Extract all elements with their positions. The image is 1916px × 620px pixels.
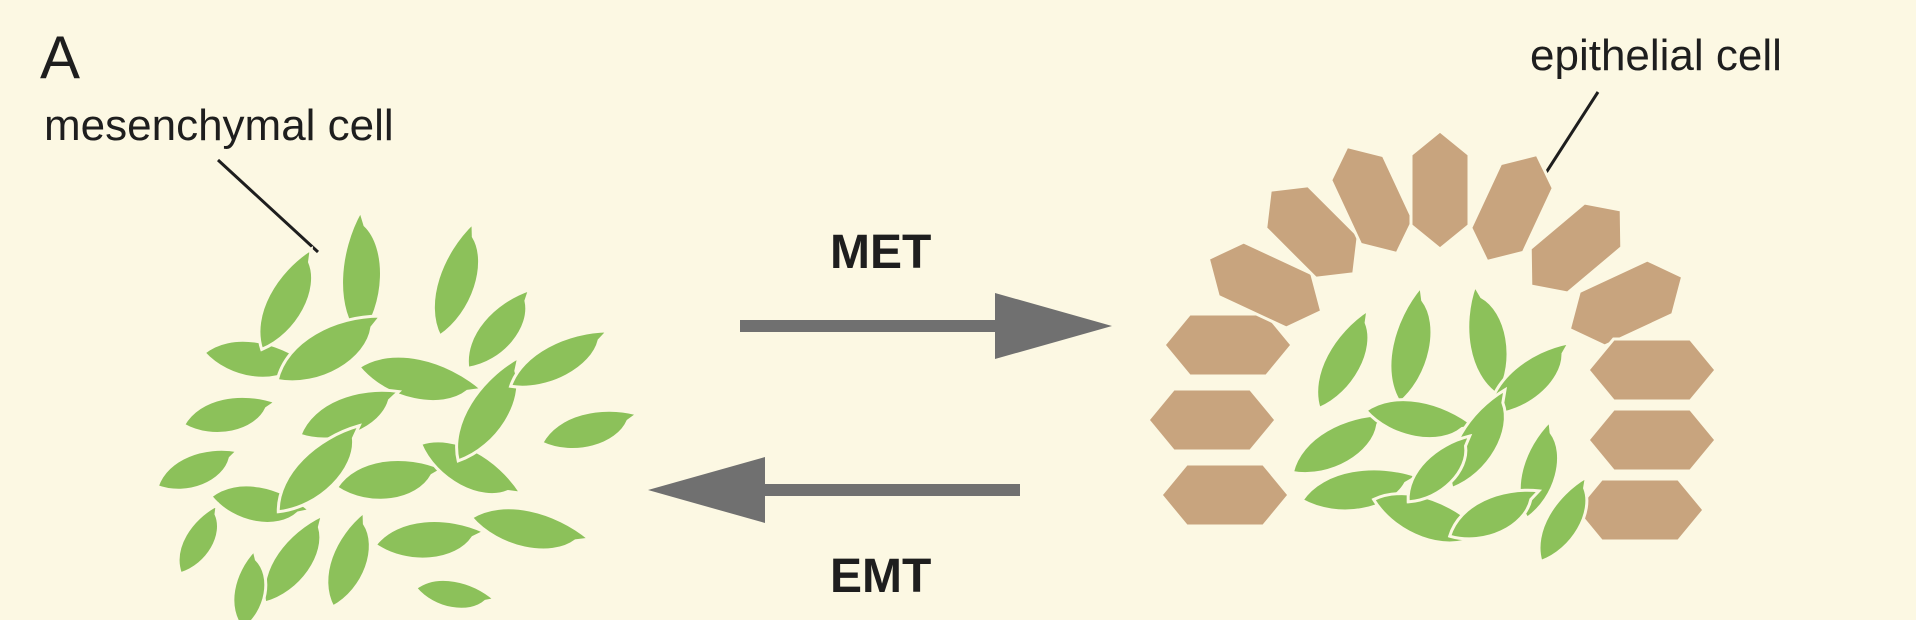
epithelial-cell [1469, 152, 1555, 264]
epithelial-cell [1264, 184, 1360, 280]
mesenchymal-cell [276, 423, 362, 514]
epithelial-cell [1586, 407, 1718, 473]
mesenchymal-cell [155, 447, 241, 492]
mesenchymal-cell [262, 512, 325, 605]
mesenchymal-cell [176, 502, 220, 576]
mesenchymal-cell [431, 219, 482, 339]
epithelial-cell [1586, 337, 1718, 403]
mesenchymal-cell [257, 245, 315, 352]
mesenchymal-cell [275, 314, 384, 384]
panel-label: A [40, 24, 80, 91]
epithelial-cell [1146, 387, 1278, 453]
mesenchymal-cell [1315, 306, 1371, 411]
met-arrow-head [995, 293, 1112, 359]
mesenchymal-cell [1466, 281, 1510, 398]
mesenchymal-cell [1447, 488, 1543, 541]
mesenchymal-cell-cluster [155, 207, 641, 620]
met-label: MET [830, 226, 931, 279]
emt-arrow [648, 457, 1020, 523]
mesenchymal-leader-line [216, 158, 320, 254]
mesenchymal-cell [465, 287, 532, 371]
epithelial-cell-label: epithelial cell [1530, 31, 1782, 80]
emt-label: EMT [830, 550, 931, 603]
emt-arrow-head [648, 457, 765, 523]
epithelial-cell [1159, 462, 1291, 528]
epithelial-cell [1528, 201, 1624, 295]
mesenchymal-cell [1487, 340, 1573, 417]
epithelial-cell [1329, 144, 1415, 256]
mesenchymal-cell [373, 519, 488, 561]
mesenchymal-cell [1537, 474, 1589, 564]
epithelial-leader-line [1538, 91, 1600, 183]
mesenchymal-cell [455, 354, 521, 463]
mesenchymal-cell [469, 506, 594, 552]
epithelial-cell [1409, 129, 1471, 251]
epithelial-cell [1206, 240, 1324, 330]
mesenchymal-cell [1388, 283, 1434, 405]
mesenchymal-cell [539, 408, 641, 451]
epithelial-cell [1574, 477, 1706, 543]
epithelial-cell [1567, 258, 1685, 348]
epithelial-cell [1162, 312, 1294, 378]
mesenchymal-cell [418, 439, 525, 497]
mesenchymal-cell [340, 207, 383, 342]
mesenchymal-cell [1406, 433, 1473, 504]
mesenchymal-cell [413, 577, 499, 611]
mesenchymal-cell [231, 547, 268, 620]
mesenchymal-cell [181, 394, 280, 435]
met-arrow [740, 293, 1112, 359]
epithelial-cell-cluster [1146, 129, 1718, 564]
mesenchymal-cell-label: mesenchymal cell [44, 101, 394, 150]
mesenchymal-cell [508, 329, 612, 389]
mesenchymal-cell [325, 508, 372, 610]
